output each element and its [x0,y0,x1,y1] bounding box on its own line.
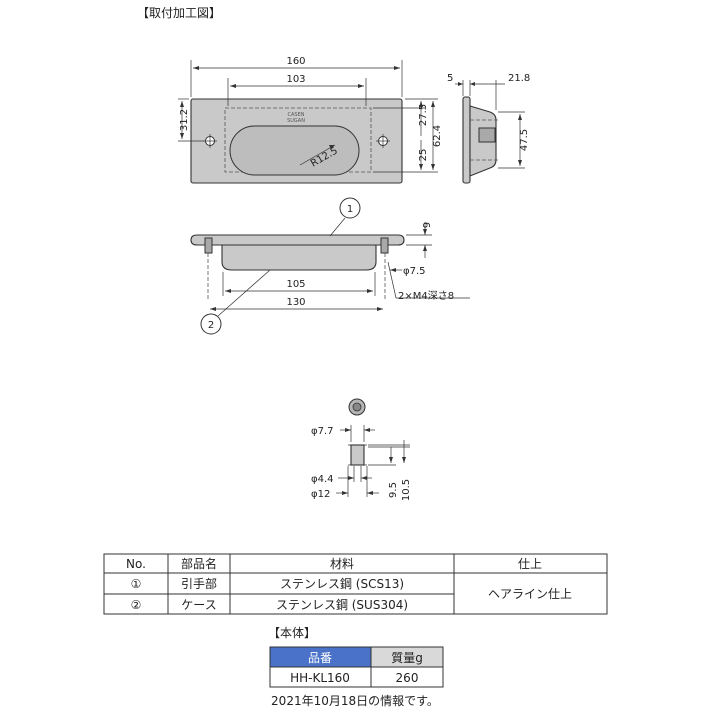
thread-note: 2×M4深さ8 [398,290,454,302]
nut-detail: φ7.7 φ4.4 φ12 9.5 10.5 [311,398,412,501]
parts-row2-material: ステンレス鋼 (SUS304) [276,598,408,612]
front-stud-left [204,237,213,254]
screw-hole-left [203,134,217,148]
drawing-title: 【取付加工図】 [137,6,221,20]
dim-47-5: 47.5 [519,129,530,151]
dim-10-5: 10.5 [401,479,412,501]
spec-table: 品番 質量g HH-KL160 260 [269,646,444,688]
footer-note: 2021年10月18日の情報です。 [271,694,439,708]
side-view: 5 21.8 47.5 [447,73,530,184]
front-stud-right [380,237,389,254]
parts-header-material: 材料 [330,557,354,571]
dim-62-4: 62.4 [432,125,443,147]
front-flange [190,234,405,246]
parts-header-name: 部品名 [181,556,217,571]
parts-row1-name: 引手部 [181,576,217,591]
parts-row2-name: ケース [181,598,216,612]
dim-5: 5 [447,73,453,84]
callout-2 [200,313,222,335]
dim-phi-7-5: φ7.5 [403,266,426,277]
screw-hole-right [376,134,390,148]
front-view: 1 2 9 φ7.5 105 130 2×M4深さ8 [190,197,470,335]
dim-9-5: 9.5 [388,482,399,498]
dim-27-5: 27.5 [418,104,429,126]
dim-130: 130 [286,297,305,308]
callout-2-label: 2 [208,320,214,331]
grip-recess [229,125,360,176]
nut-body [350,444,365,466]
spec-product-code: HH-KL160 [290,671,350,685]
parts-finish: ヘアライン仕上 [488,587,572,601]
parts-row1-material: ステンレス鋼 (SCS13) [280,577,404,591]
dim-21-8: 21.8 [508,73,530,84]
body-label: 【本体】 [268,626,316,640]
dim-103: 103 [286,74,305,85]
parts-row1-no: ① [131,577,142,591]
logo-line-2: SUGAN [287,118,305,124]
parts-table: No. 部品名 材料 仕上 ① 引手部 ステンレス鋼 (SCS13) ② ケース… [103,553,608,615]
spec-weight-value: 260 [396,671,419,685]
spec-header-weight: 質量g [391,650,423,665]
dim-phi-7-7: φ7.7 [311,426,334,437]
dim-31-2: 31.2 [179,109,190,131]
logo-line-1: CASEN [288,112,305,118]
front-body [221,244,377,271]
callout-1 [339,197,361,219]
dim-9: 9 [422,222,433,228]
parts-row2-no: ② [131,598,142,612]
dim-160: 160 [286,56,305,67]
callout-1-label: 1 [347,204,353,215]
parts-header-no: No. [126,557,146,571]
spec-header-product: 品番 [308,651,332,665]
dim-phi-12: φ12 [311,489,330,500]
dim-25: 25 [418,149,429,162]
side-knob [478,127,496,143]
top-view: CASEN SUGAN 160 103 31.2 R12.5 [178,56,443,184]
dim-phi-4-4: φ4.4 [311,474,334,485]
parts-header-finish: 仕上 [518,557,542,571]
dim-105: 105 [286,279,305,290]
side-flange [462,96,471,184]
